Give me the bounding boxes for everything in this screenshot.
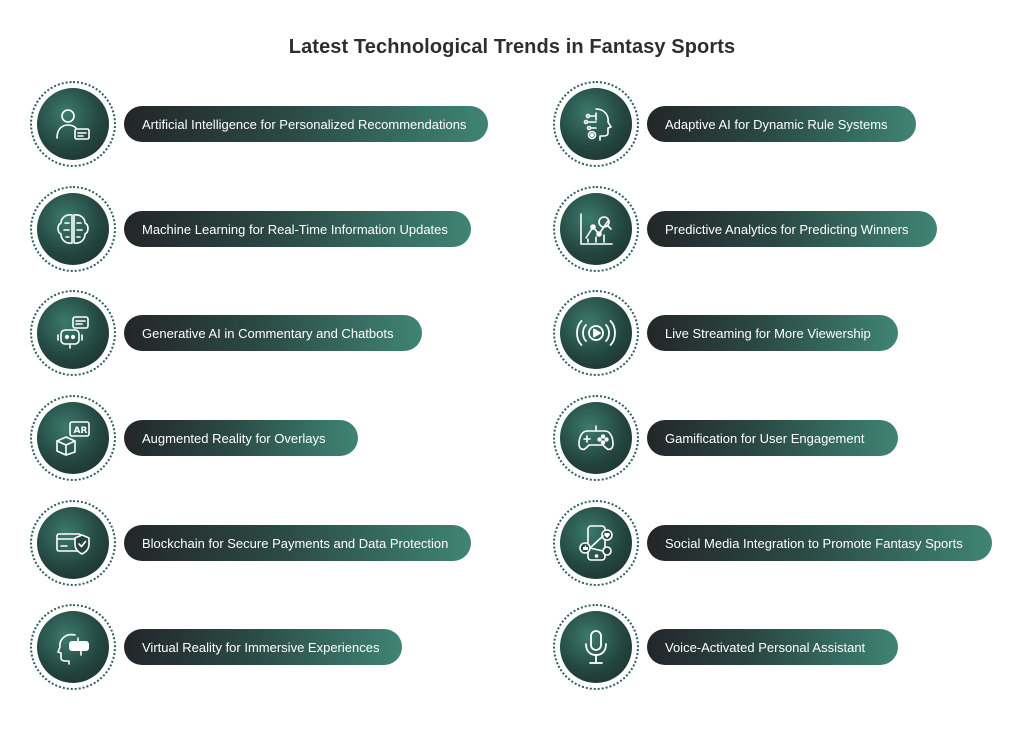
dotted-ring <box>30 395 116 481</box>
trend-label: Virtual Reality for Immersive Experience… <box>124 629 402 665</box>
dotted-ring <box>30 500 116 586</box>
trend-label: Predictive Analytics for Predicting Winn… <box>647 211 937 247</box>
icon-disc <box>560 193 632 265</box>
icon-disc <box>560 88 632 160</box>
dotted-ring <box>30 186 116 272</box>
icon-disc <box>37 507 109 579</box>
trend-label: Generative AI in Commentary and Chatbots <box>124 315 422 351</box>
icon-disc <box>37 297 109 369</box>
microphone-icon <box>585 630 607 664</box>
gamepad-icon <box>578 425 614 451</box>
ar-cube-icon: AR <box>56 421 90 456</box>
trend-label: Machine Learning for Real-Time Informati… <box>124 211 471 247</box>
social-phone-icon <box>579 525 613 561</box>
vr-headset-icon <box>57 633 89 665</box>
trend-label: Augmented Reality for Overlays <box>124 420 358 456</box>
page-title: Latest Technological Trends in Fantasy S… <box>288 36 736 58</box>
icon-disc: AR <box>37 402 109 474</box>
brain-circuit-icon <box>57 214 89 244</box>
dotted-ring <box>553 81 639 167</box>
svg-text:AR: AR <box>74 426 88 436</box>
dotted-ring <box>553 395 639 481</box>
live-stream-icon <box>576 320 616 346</box>
icon-disc <box>560 611 632 683</box>
icon-disc <box>37 611 109 683</box>
dotted-ring <box>30 81 116 167</box>
icon-disc <box>37 88 109 160</box>
icon-disc <box>560 507 632 579</box>
dotted-ring <box>553 290 639 376</box>
analytics-chart-icon <box>580 213 613 245</box>
dotted-ring <box>553 500 639 586</box>
icon-disc <box>560 297 632 369</box>
trend-label: Blockchain for Secure Payments and Data … <box>124 525 471 561</box>
trend-label: Adaptive AI for Dynamic Rule Systems <box>647 106 916 142</box>
dotted-ring <box>553 604 639 690</box>
icon-disc <box>560 402 632 474</box>
secure-card-icon <box>56 533 90 555</box>
ai-head-gear-icon <box>583 108 612 141</box>
dotted-ring <box>553 186 639 272</box>
trend-label: Live Streaming for More Viewership <box>647 315 898 351</box>
dotted-ring <box>30 604 116 690</box>
trend-label: Gamification for User Engagement <box>647 420 898 456</box>
icon-disc <box>37 193 109 265</box>
trend-label: Voice-Activated Personal Assistant <box>647 629 898 665</box>
person-with-card-icon <box>56 109 90 140</box>
trend-label: Social Media Integration to Promote Fant… <box>647 525 992 561</box>
dotted-ring <box>30 290 116 376</box>
chatbot-icon <box>57 316 89 349</box>
trend-label: Artificial Intelligence for Personalized… <box>124 106 488 142</box>
